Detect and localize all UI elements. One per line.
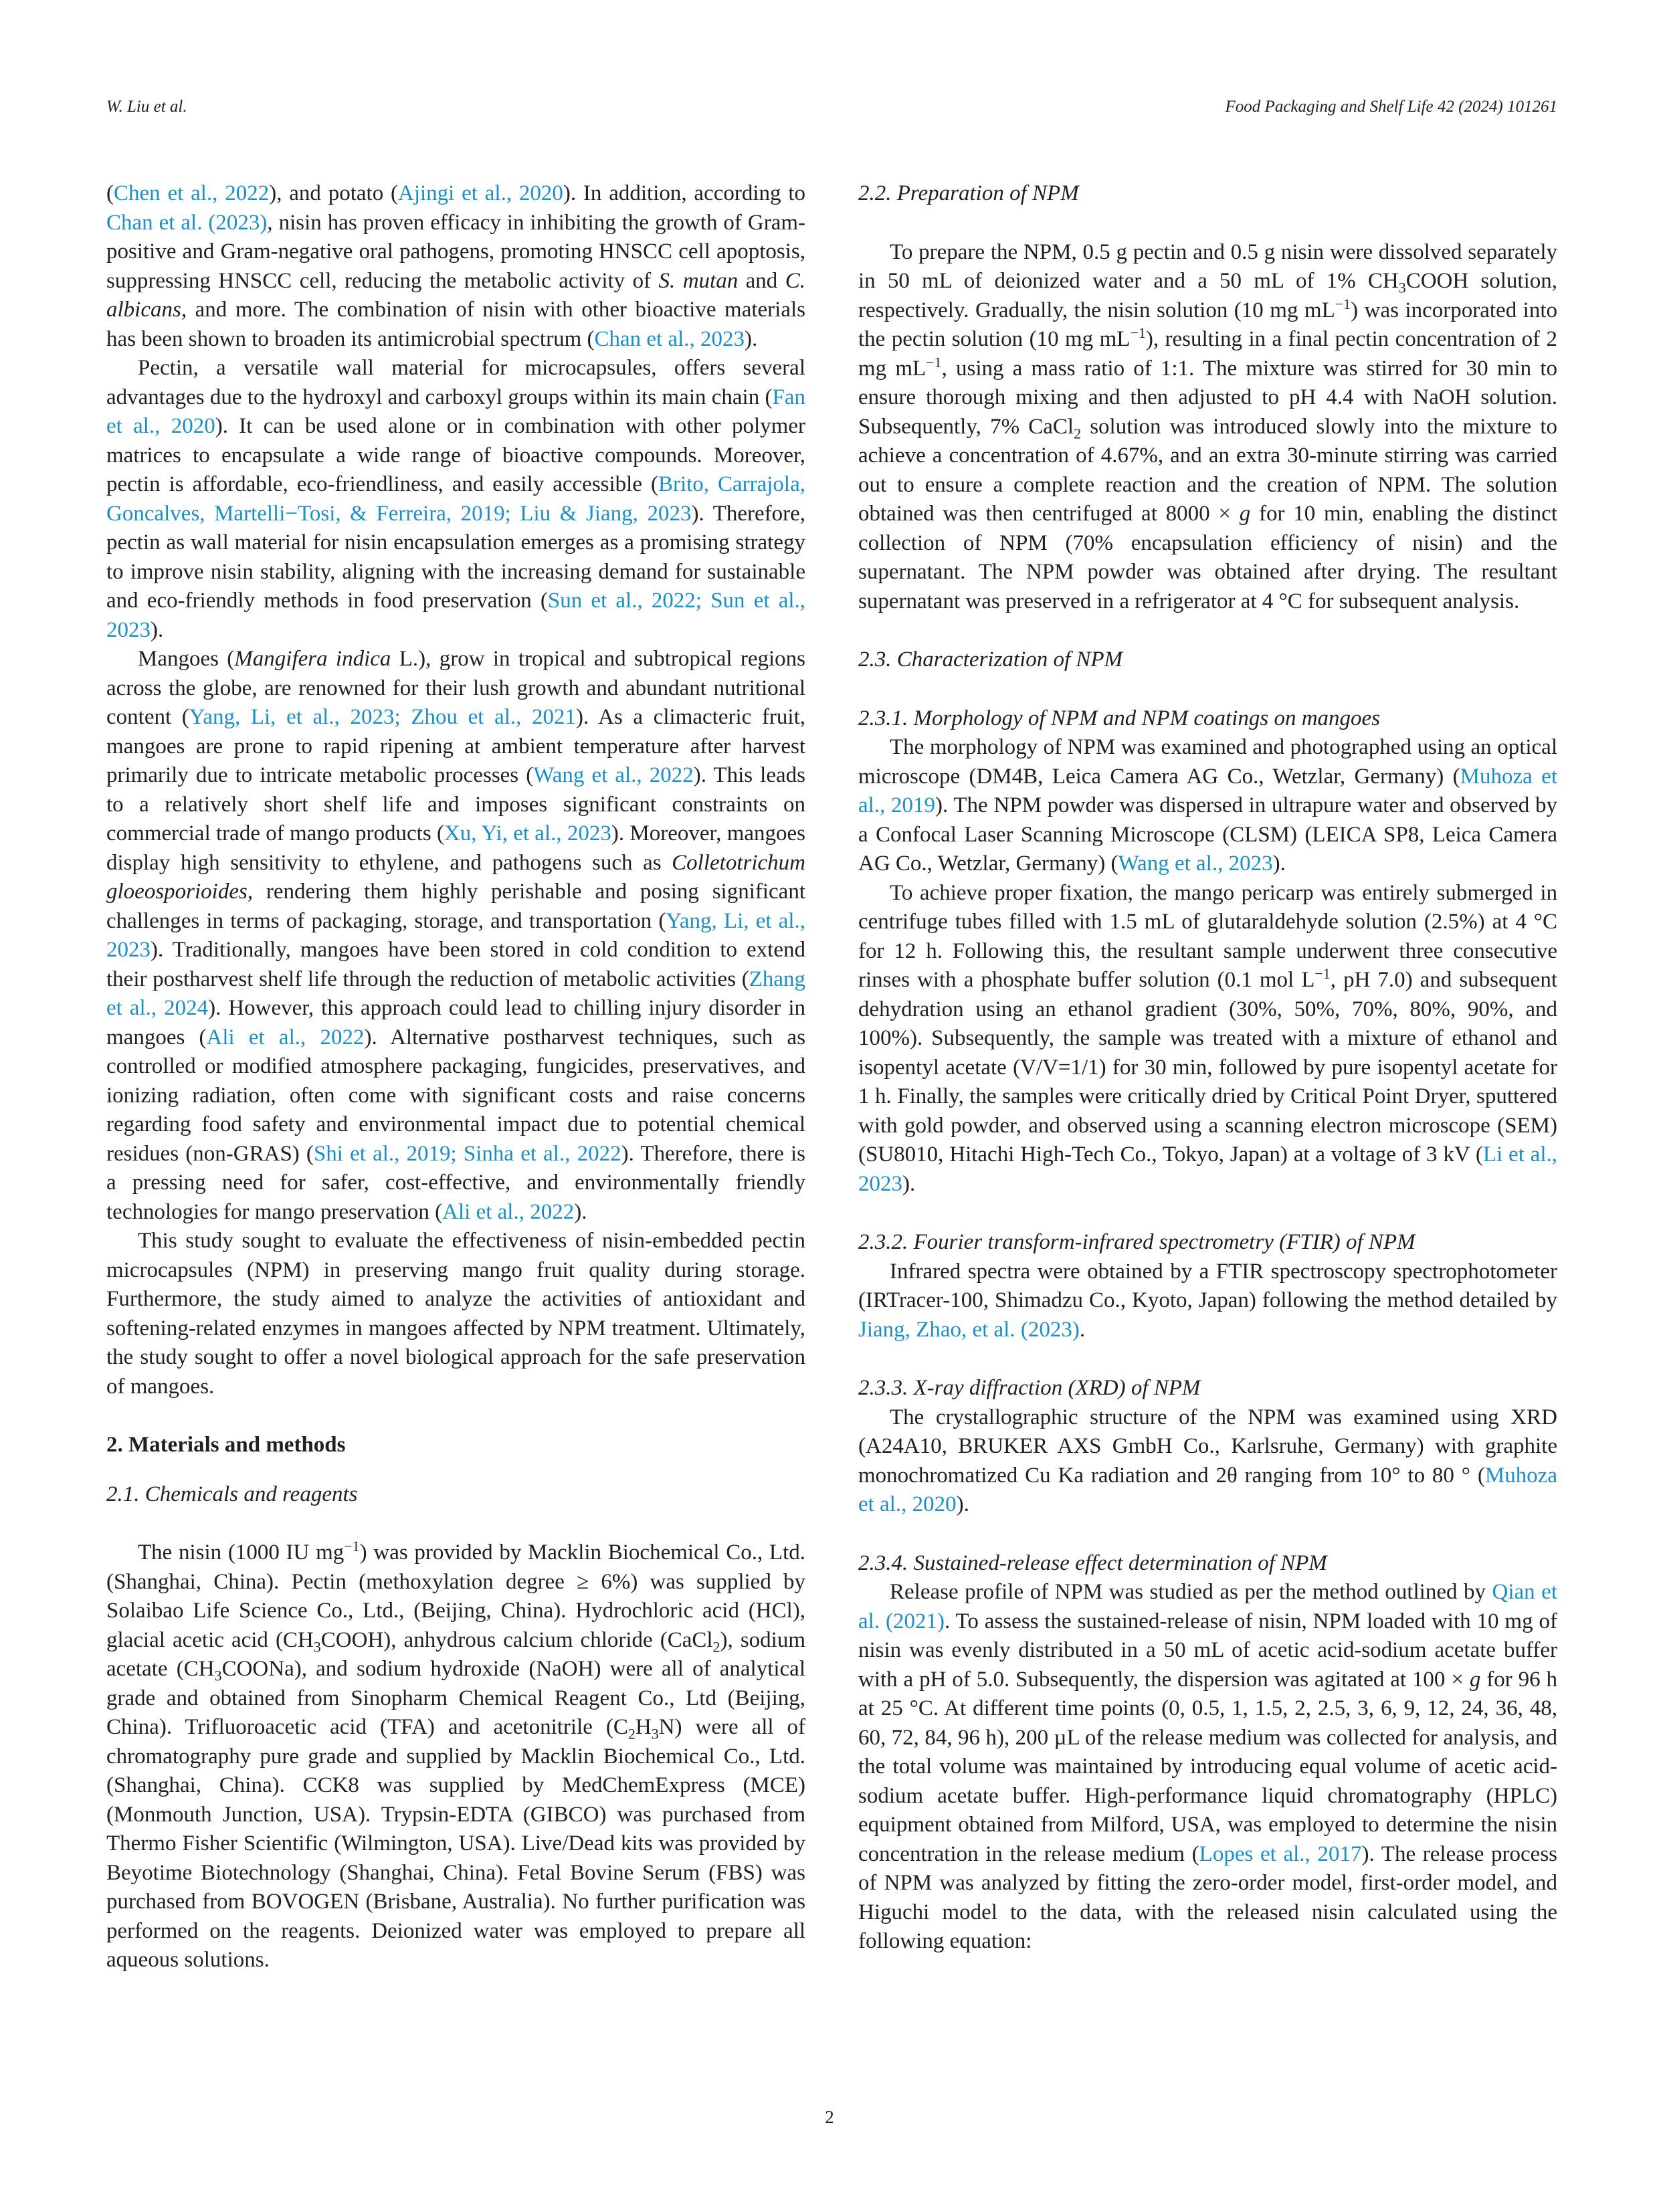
citation-link[interactable]: Jiang, Zhao, et al. (2023) [858,1317,1080,1342]
preparation-paragraph: To prepare the NPM, 0.5 g pectin and 0.5… [858,239,1558,613]
citation-link[interactable]: Ali et al., 2022 [442,1199,575,1224]
citation-link[interactable]: Qian et al. (2021) [858,1580,1557,1633]
citation-link[interactable]: Xu, Yi, et al., 2023 [444,821,611,845]
section-heading-materials: 2. Materials and methods [106,1433,346,1457]
citation-link[interactable]: Zhang et al., 2024 [106,967,805,1021]
subsection-heading-preparation: 2.2. Preparation of NPM [858,181,1079,205]
subsubsection-heading-release: 2.3.4. Sustained-release effect determin… [858,1550,1327,1575]
intro-paragraph-4: This study sought to evaluate the effect… [106,1229,805,1399]
citation-link[interactable]: Chan et al. (2023) [106,210,268,235]
release-paragraph: Release profile of NPM was studied as pe… [858,1580,1558,1953]
citation-link[interactable]: Ali et al., 2022 [206,1025,365,1049]
citation-link[interactable]: Shi et al., 2019; Sinha et al., 2022 [313,1141,621,1166]
citation-link[interactable]: Fan et al., 2020 [106,385,805,439]
intro-paragraph-1: (Chen et al., 2022), and potato (Ajingi … [106,181,806,351]
citation-link[interactable]: Yang, Li, et al., 2023 [106,908,805,963]
citation-link[interactable]: Brito, Carrajola, Goncalves, Martelli−To… [106,472,805,526]
xrd-paragraph: The crystallographic structure of the NP… [858,1405,1557,1517]
subsubsection-heading-morphology: 2.3.1. Morphology of NPM and NPM coating… [858,706,1381,730]
citation-link[interactable]: Lopes et al., 2017 [1199,1841,1362,1866]
ftir-paragraph: Infrared spectra were obtained by a FTIR… [858,1259,1557,1342]
subsubsection-heading-xrd: 2.3.3. X-ray diffraction (XRD) of NPM [858,1376,1201,1400]
right-column: 2.2. Preparation of NPM To prepare the N… [858,179,1557,1956]
intro-paragraph-3: Mangoes (Mangifera indica L.), grow in t… [106,647,806,1224]
running-header-journal: Food Packaging and Shelf Life 42 (2024) … [1225,98,1557,116]
citation-link[interactable]: Muhoza et al., 2020 [858,1463,1557,1517]
citation-link[interactable]: Yang, Li, et al., 2023; Zhou et al., 202… [189,705,577,729]
citation-link[interactable]: Chan et al., 2023 [594,326,745,351]
citation-link[interactable]: Sun et al., 2022; Sun et al., 2023 [106,589,806,642]
left-column: (Chen et al., 2022), and potato (Ajingi … [106,179,805,1975]
citation-link[interactable]: Li et al., 2023 [858,1142,1557,1196]
morphology-paragraph-1: The morphology of NPM was examined and p… [858,735,1557,876]
subsection-heading-characterization: 2.3. Characterization of NPM [858,647,1123,672]
morphology-paragraph-2: To achieve proper fixation, the mango pe… [858,880,1557,1196]
chemicals-paragraph: The nisin (1000 IU mg−1) was provided by… [106,1538,806,1973]
running-header-authors: W. Liu et al. [106,98,187,116]
citation-link[interactable]: Wang et al., 2022 [533,763,694,787]
subsection-heading-chemicals: 2.1. Chemicals and reagents [106,1482,358,1506]
intro-paragraph-2: Pectin, a versatile wall material for mi… [106,356,806,642]
citation-link[interactable]: Ajingi et al., 2020 [398,181,563,205]
citation-link[interactable]: Muhoza et al., 2019 [858,764,1557,818]
page-number: 2 [825,2107,834,2127]
citation-link[interactable]: Wang et al., 2023 [1118,851,1273,876]
subsubsection-heading-ftir: 2.3.2. Fourier transform-infrared spectr… [858,1230,1416,1254]
citation-link[interactable]: Chen et al., 2022 [114,181,270,205]
